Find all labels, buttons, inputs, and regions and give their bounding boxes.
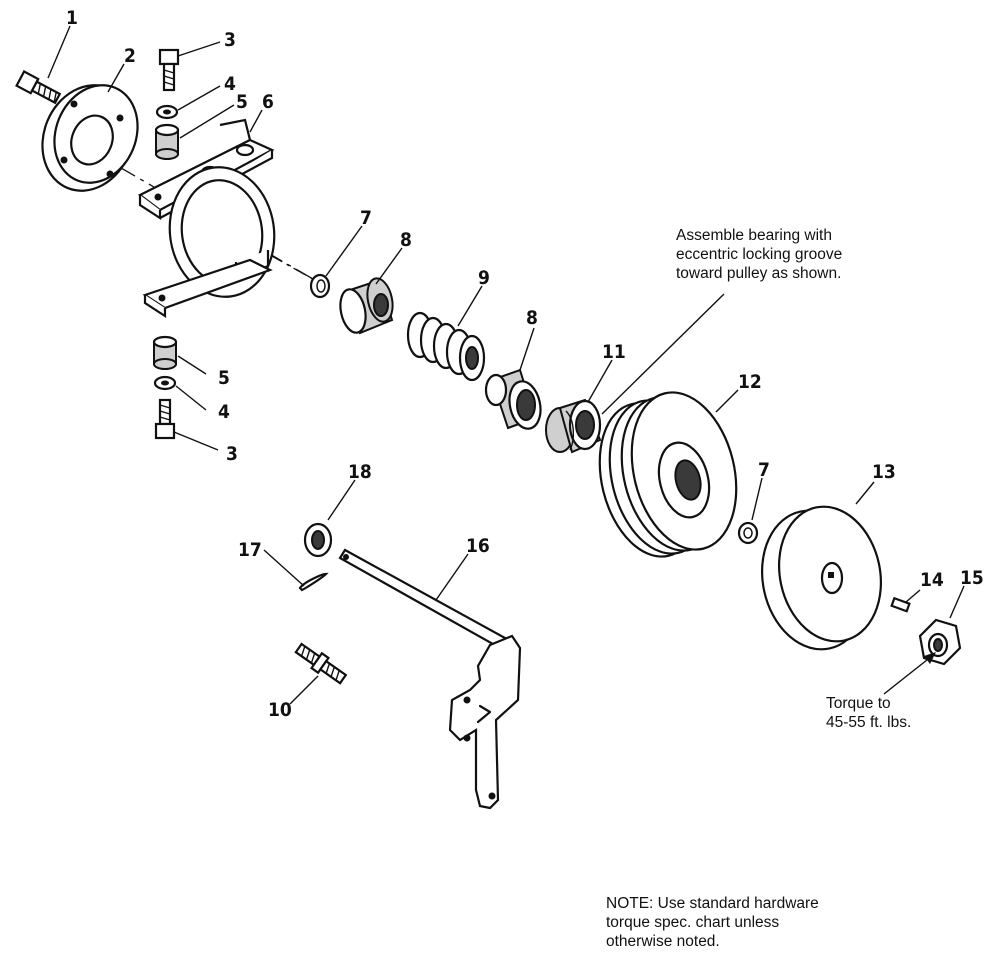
part-13-sheave (760, 505, 883, 651)
part-4-lock-washer-top-hole (163, 109, 171, 115)
callout-6: 6 (262, 91, 274, 113)
part-5-spacer-top (154, 123, 180, 160)
part-8-bushing-a (339, 277, 394, 335)
part-16-idler-arm (338, 548, 522, 810)
part-2-flange (41, 84, 139, 192)
callout-9: 9 (478, 267, 490, 289)
callout-3-top: 3 (224, 29, 236, 51)
callout-3-bottom: 3 (226, 443, 238, 465)
callout-10: 10 (268, 699, 292, 721)
callout-16: 16 (466, 535, 490, 557)
callout-numbers: 1 2 3 4 5 6 7 8 9 8 11 12 5 4 3 18 7 13 … (66, 7, 984, 721)
callout-12: 12 (738, 371, 762, 393)
callout-4-bottom: 4 (218, 401, 230, 423)
callout-18: 18 (348, 461, 372, 483)
part-4-lock-washer-bottom-hole (161, 380, 169, 386)
note-general-torque: NOTE: Use standard hardware torque spec.… (606, 895, 819, 950)
callout-1: 1 (66, 7, 78, 29)
callout-5-top: 5 (236, 91, 248, 113)
part-12-pulley (598, 391, 738, 558)
callout-8-b: 8 (526, 307, 538, 329)
callout-14: 14 (920, 569, 944, 591)
part-3-bolt-bottom (154, 398, 176, 440)
part-8-bushing-b (484, 368, 542, 430)
leader-lines (47, 25, 965, 705)
part-11-bearing (545, 398, 602, 454)
part-5-spacer-bottom (152, 335, 178, 370)
note-bearing-assembly: Assemble bearing with eccentric locking … (676, 227, 843, 282)
callout-11: 11 (602, 341, 626, 363)
callout-8-a: 8 (400, 229, 412, 251)
part-6-bearing-bracket (137, 118, 276, 319)
part-7-snap-ring-a-hole (316, 279, 326, 293)
callout-13: 13 (872, 461, 896, 483)
callout-15: 15 (960, 567, 984, 589)
part-10-stud (294, 642, 348, 685)
part-15-nut (918, 618, 962, 666)
part-1-bolt (15, 70, 62, 105)
callout-7-a: 7 (360, 207, 372, 229)
part-9-spring (406, 311, 486, 382)
assembly-centerline-2 (269, 254, 321, 284)
callout-5-bottom: 5 (218, 367, 230, 389)
part-18-washer-hole (311, 530, 325, 550)
callout-2: 2 (124, 45, 136, 67)
part-14-key (890, 596, 911, 613)
callout-4-top: 4 (224, 73, 236, 95)
callout-7-b: 7 (758, 459, 770, 481)
callout-17: 17 (238, 539, 262, 561)
part-17-cotter-pin (298, 572, 329, 592)
note-torque: Torque to 45-55 ft. lbs. (826, 695, 912, 731)
part-3-bolt-top (158, 48, 180, 92)
torque-arrow-head (924, 652, 936, 664)
part-7-snap-ring-b-hole (743, 527, 753, 539)
